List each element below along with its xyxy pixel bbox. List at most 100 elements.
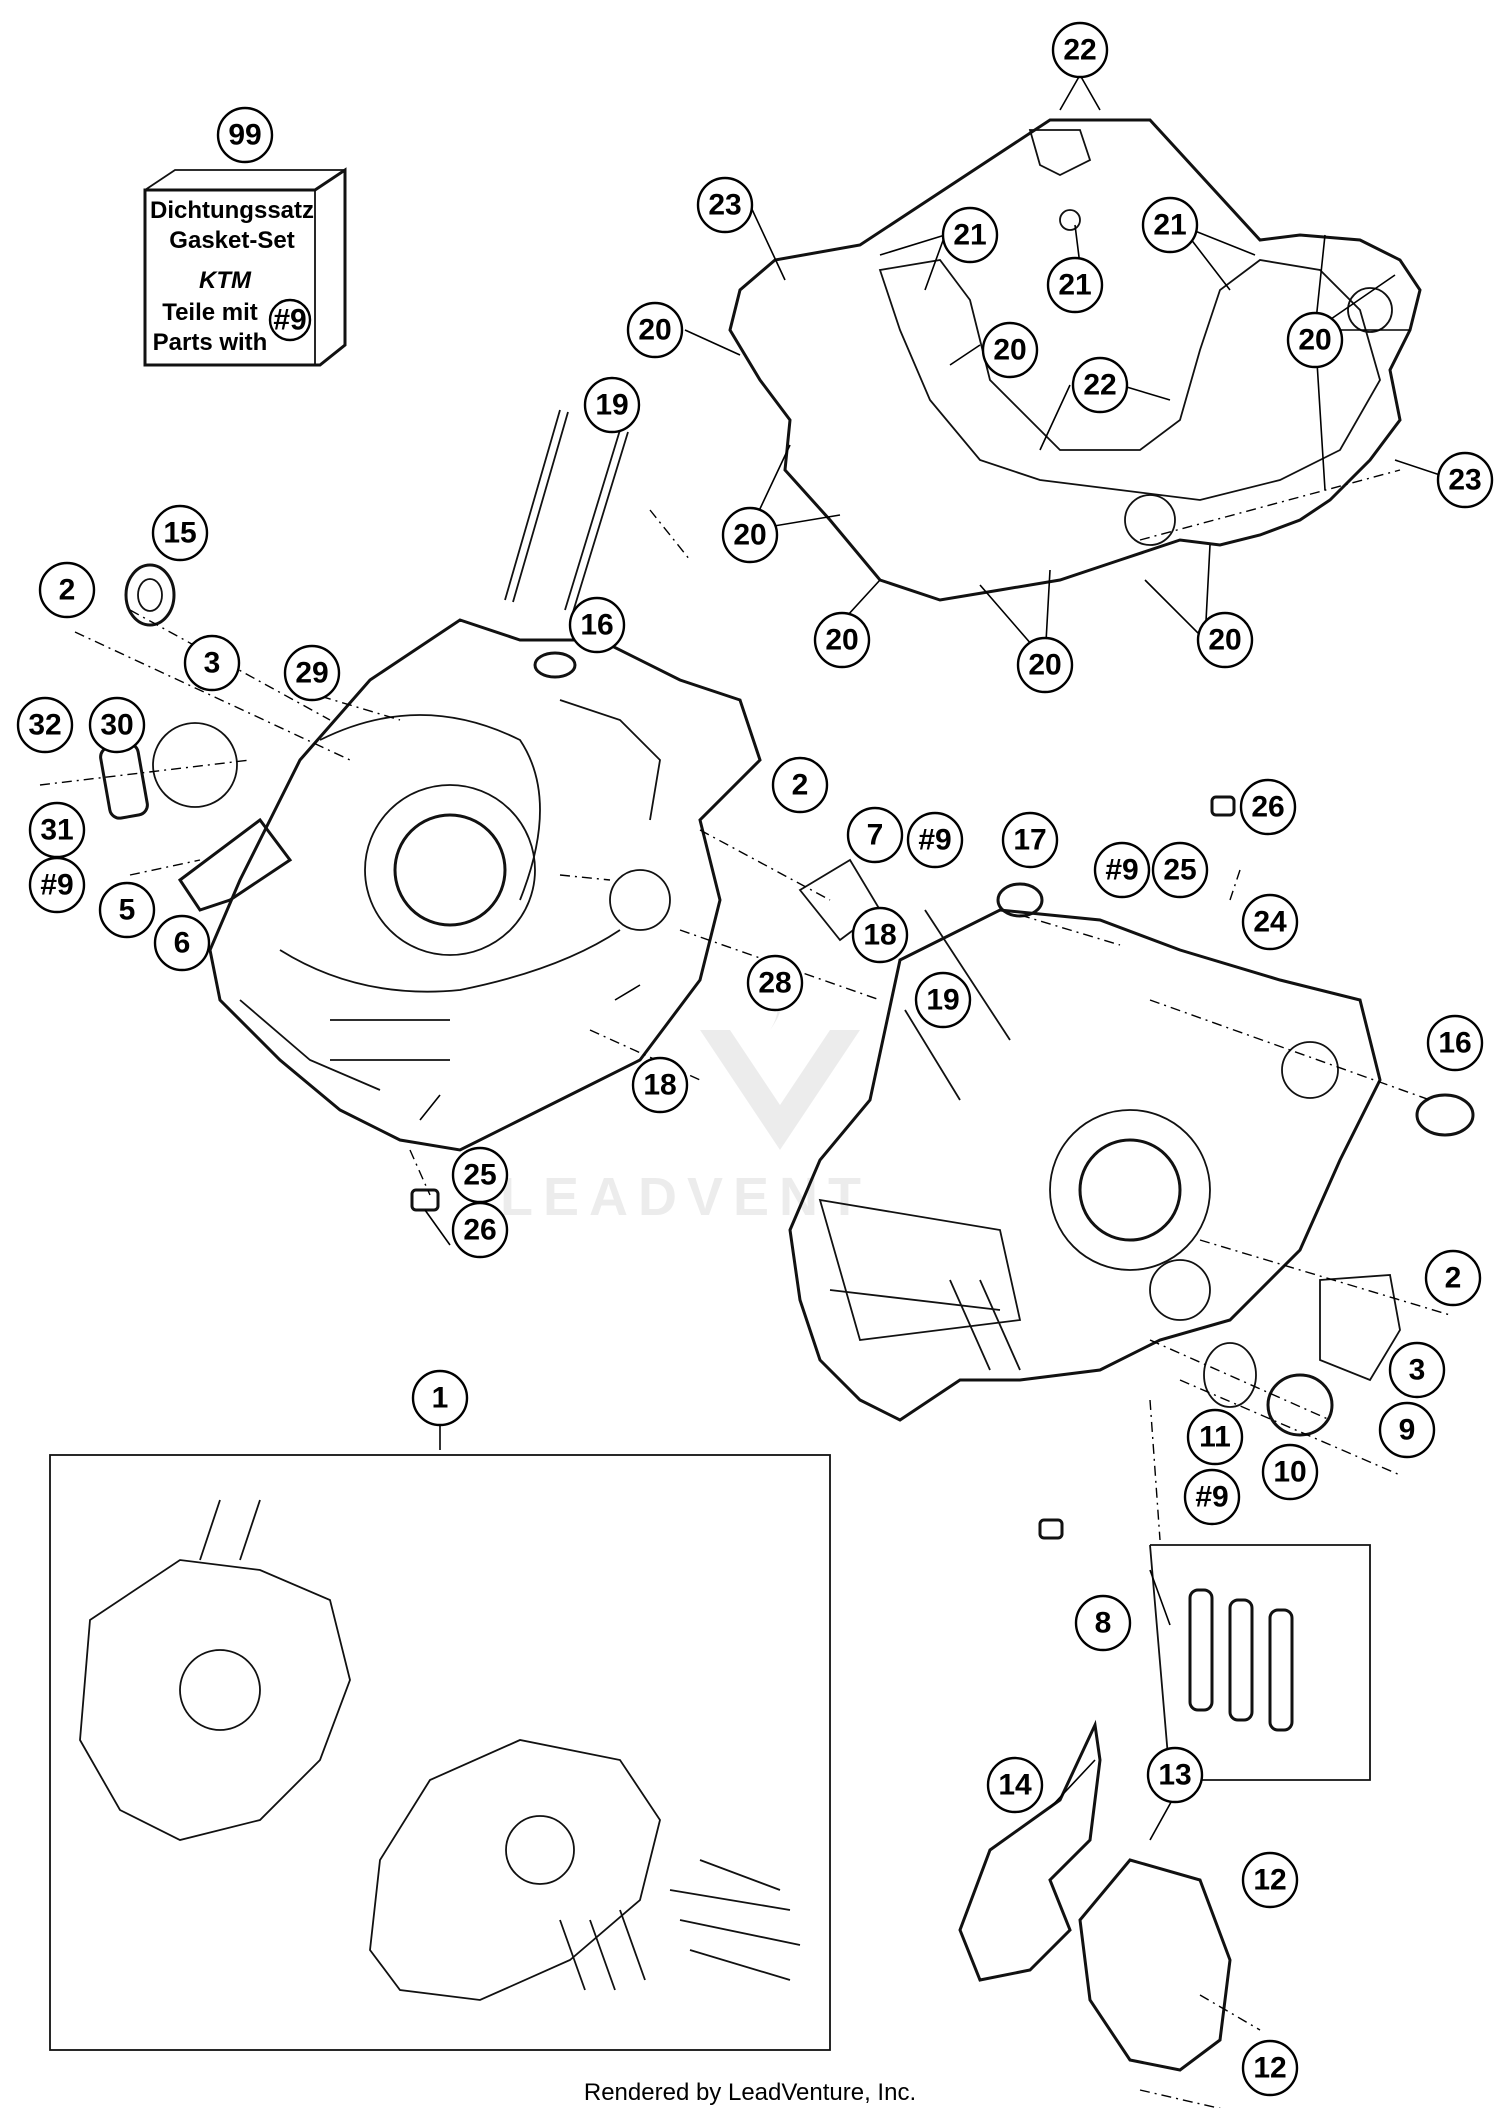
callout-10[interactable]: 10 xyxy=(1261,1443,1319,1501)
svg-text:20: 20 xyxy=(993,334,1026,367)
callout-23-right[interactable]: 23 xyxy=(1436,451,1494,509)
callout-3-left[interactable]: 3 xyxy=(183,634,241,692)
svg-text:2: 2 xyxy=(1445,1262,1462,1295)
svg-text:23: 23 xyxy=(708,189,741,222)
svg-text:20: 20 xyxy=(733,519,766,552)
callout-25-right[interactable]: 25 xyxy=(1151,841,1209,899)
svg-text:#9: #9 xyxy=(40,869,73,902)
callout-8[interactable]: 8 xyxy=(1074,1594,1132,1652)
callout-12-top[interactable]: 12 xyxy=(1241,1851,1299,1909)
callout-15[interactable]: 15 xyxy=(151,504,209,562)
callout-31[interactable]: 31 xyxy=(28,801,86,859)
callout-25-left[interactable]: 25 xyxy=(451,1146,509,1204)
svg-text:30: 30 xyxy=(100,709,133,742)
callout-11[interactable]: 11 xyxy=(1186,1408,1244,1466)
callout-20-g[interactable]: 20 xyxy=(1196,611,1254,669)
callout-ref9-right[interactable]: #9 xyxy=(1093,841,1151,899)
svg-text:12: 12 xyxy=(1253,2052,1286,2085)
svg-text:20: 20 xyxy=(825,624,858,657)
callout-20-f[interactable]: 20 xyxy=(1016,636,1074,694)
callout-1[interactable]: 1 xyxy=(411,1369,469,1427)
callout-20-e[interactable]: 20 xyxy=(813,611,871,669)
callout-2-right[interactable]: 2 xyxy=(1424,1249,1482,1307)
kit-ref-callout[interactable]: #9 xyxy=(268,298,312,342)
callout-19-right[interactable]: 19 xyxy=(914,971,972,1029)
svg-text:20: 20 xyxy=(1028,649,1061,682)
callout-16-left[interactable]: 16 xyxy=(568,596,626,654)
callout-2-top-left[interactable]: 2 xyxy=(38,561,96,619)
svg-text:1: 1 xyxy=(432,1382,449,1415)
callout-ref9-left[interactable]: #9 xyxy=(28,856,86,914)
svg-text:21: 21 xyxy=(1153,209,1186,242)
svg-text:99: 99 xyxy=(228,119,261,152)
svg-text:6: 6 xyxy=(174,927,191,960)
callout-19-left[interactable]: 19 xyxy=(583,376,641,434)
callout-16-right[interactable]: 16 xyxy=(1426,1014,1484,1072)
svg-text:18: 18 xyxy=(863,919,896,952)
svg-text:16: 16 xyxy=(580,609,613,642)
callout-5[interactable]: 5 xyxy=(98,881,156,939)
gasket-kit-box: Dichtungssatz Gasket-Set KTM Teile mit P… xyxy=(143,167,347,367)
callout-99[interactable]: 99 xyxy=(216,106,274,164)
callouts: 99 22 23 21 21 21 20 20 22 20 23 20 20 2… xyxy=(16,21,1494,2097)
callout-9[interactable]: 9 xyxy=(1378,1401,1436,1459)
callout-26-right[interactable]: 26 xyxy=(1239,778,1297,836)
svg-text:29: 29 xyxy=(295,657,328,690)
callout-18-bottom[interactable]: 18 xyxy=(631,1056,689,1114)
callout-26-left[interactable]: 26 xyxy=(451,1201,509,1259)
svg-text:25: 25 xyxy=(1163,854,1196,887)
callout-21-center[interactable]: 21 xyxy=(1046,256,1104,314)
callout-22-center[interactable]: 22 xyxy=(1071,356,1129,414)
kit-line4: Parts with xyxy=(153,329,268,356)
svg-text:5: 5 xyxy=(119,894,136,927)
svg-text:28: 28 xyxy=(758,967,791,1000)
callout-20-d[interactable]: 20 xyxy=(721,506,779,564)
callout-21-right[interactable]: 21 xyxy=(1141,196,1199,254)
small-parts xyxy=(99,409,1475,2072)
callout-ref9-mid[interactable]: #9 xyxy=(906,811,964,869)
svg-text:22: 22 xyxy=(1063,34,1096,67)
svg-text:20: 20 xyxy=(1298,324,1331,357)
svg-text:20: 20 xyxy=(1208,624,1241,657)
complete-crankcase-inset xyxy=(49,1454,831,2051)
callout-30[interactable]: 30 xyxy=(88,696,146,754)
svg-text:23: 23 xyxy=(1448,464,1481,497)
svg-text:3: 3 xyxy=(1409,1354,1426,1387)
callout-23-left[interactable]: 23 xyxy=(696,176,754,234)
svg-text:11: 11 xyxy=(1199,1421,1231,1454)
svg-text:#9: #9 xyxy=(1105,854,1138,887)
left-crankcase-half xyxy=(208,618,762,1152)
watermark-text: LEADVENT xyxy=(500,1167,871,1227)
callout-28[interactable]: 28 xyxy=(746,954,804,1012)
svg-text:12: 12 xyxy=(1253,1864,1286,1897)
callout-17[interactable]: 17 xyxy=(1001,811,1059,869)
callout-20-c[interactable]: 20 xyxy=(1286,311,1344,369)
callout-2-mid[interactable]: 2 xyxy=(771,756,829,814)
callout-32[interactable]: 32 xyxy=(16,696,74,754)
callout-22-top[interactable]: 22 xyxy=(1051,21,1109,79)
callout-3-right[interactable]: 3 xyxy=(1388,1341,1446,1399)
callout-12-bottom[interactable]: 12 xyxy=(1241,2039,1299,2097)
callout-7[interactable]: 7 xyxy=(846,806,904,864)
callout-24[interactable]: 24 xyxy=(1241,893,1299,951)
callout-14[interactable]: 14 xyxy=(986,1756,1044,1814)
callout-18-top[interactable]: 18 xyxy=(851,906,909,964)
callout-20-b[interactable]: 20 xyxy=(981,321,1039,379)
svg-text:18: 18 xyxy=(643,1069,676,1102)
callout-21-left[interactable]: 21 xyxy=(941,206,999,264)
svg-text:21: 21 xyxy=(1058,269,1091,302)
callout-6[interactable]: 6 xyxy=(153,914,211,972)
svg-text:24: 24 xyxy=(1253,906,1287,939)
callout-20-a[interactable]: 20 xyxy=(626,301,684,359)
callout-ref9-bottom[interactable]: #9 xyxy=(1183,1468,1241,1526)
svg-text:2: 2 xyxy=(59,574,76,607)
footer-credit: Rendered by LeadVenture, Inc. xyxy=(584,2079,916,2106)
assembly-lines xyxy=(39,469,1451,2108)
kit-line2: Gasket-Set xyxy=(169,227,294,254)
svg-text:16: 16 xyxy=(1438,1027,1471,1060)
svg-text:13: 13 xyxy=(1158,1759,1191,1792)
callout-13[interactable]: 13 xyxy=(1146,1746,1204,1804)
svg-text:3: 3 xyxy=(204,647,221,680)
kit-line3: Teile mit xyxy=(162,299,258,326)
callout-29[interactable]: 29 xyxy=(283,644,341,702)
